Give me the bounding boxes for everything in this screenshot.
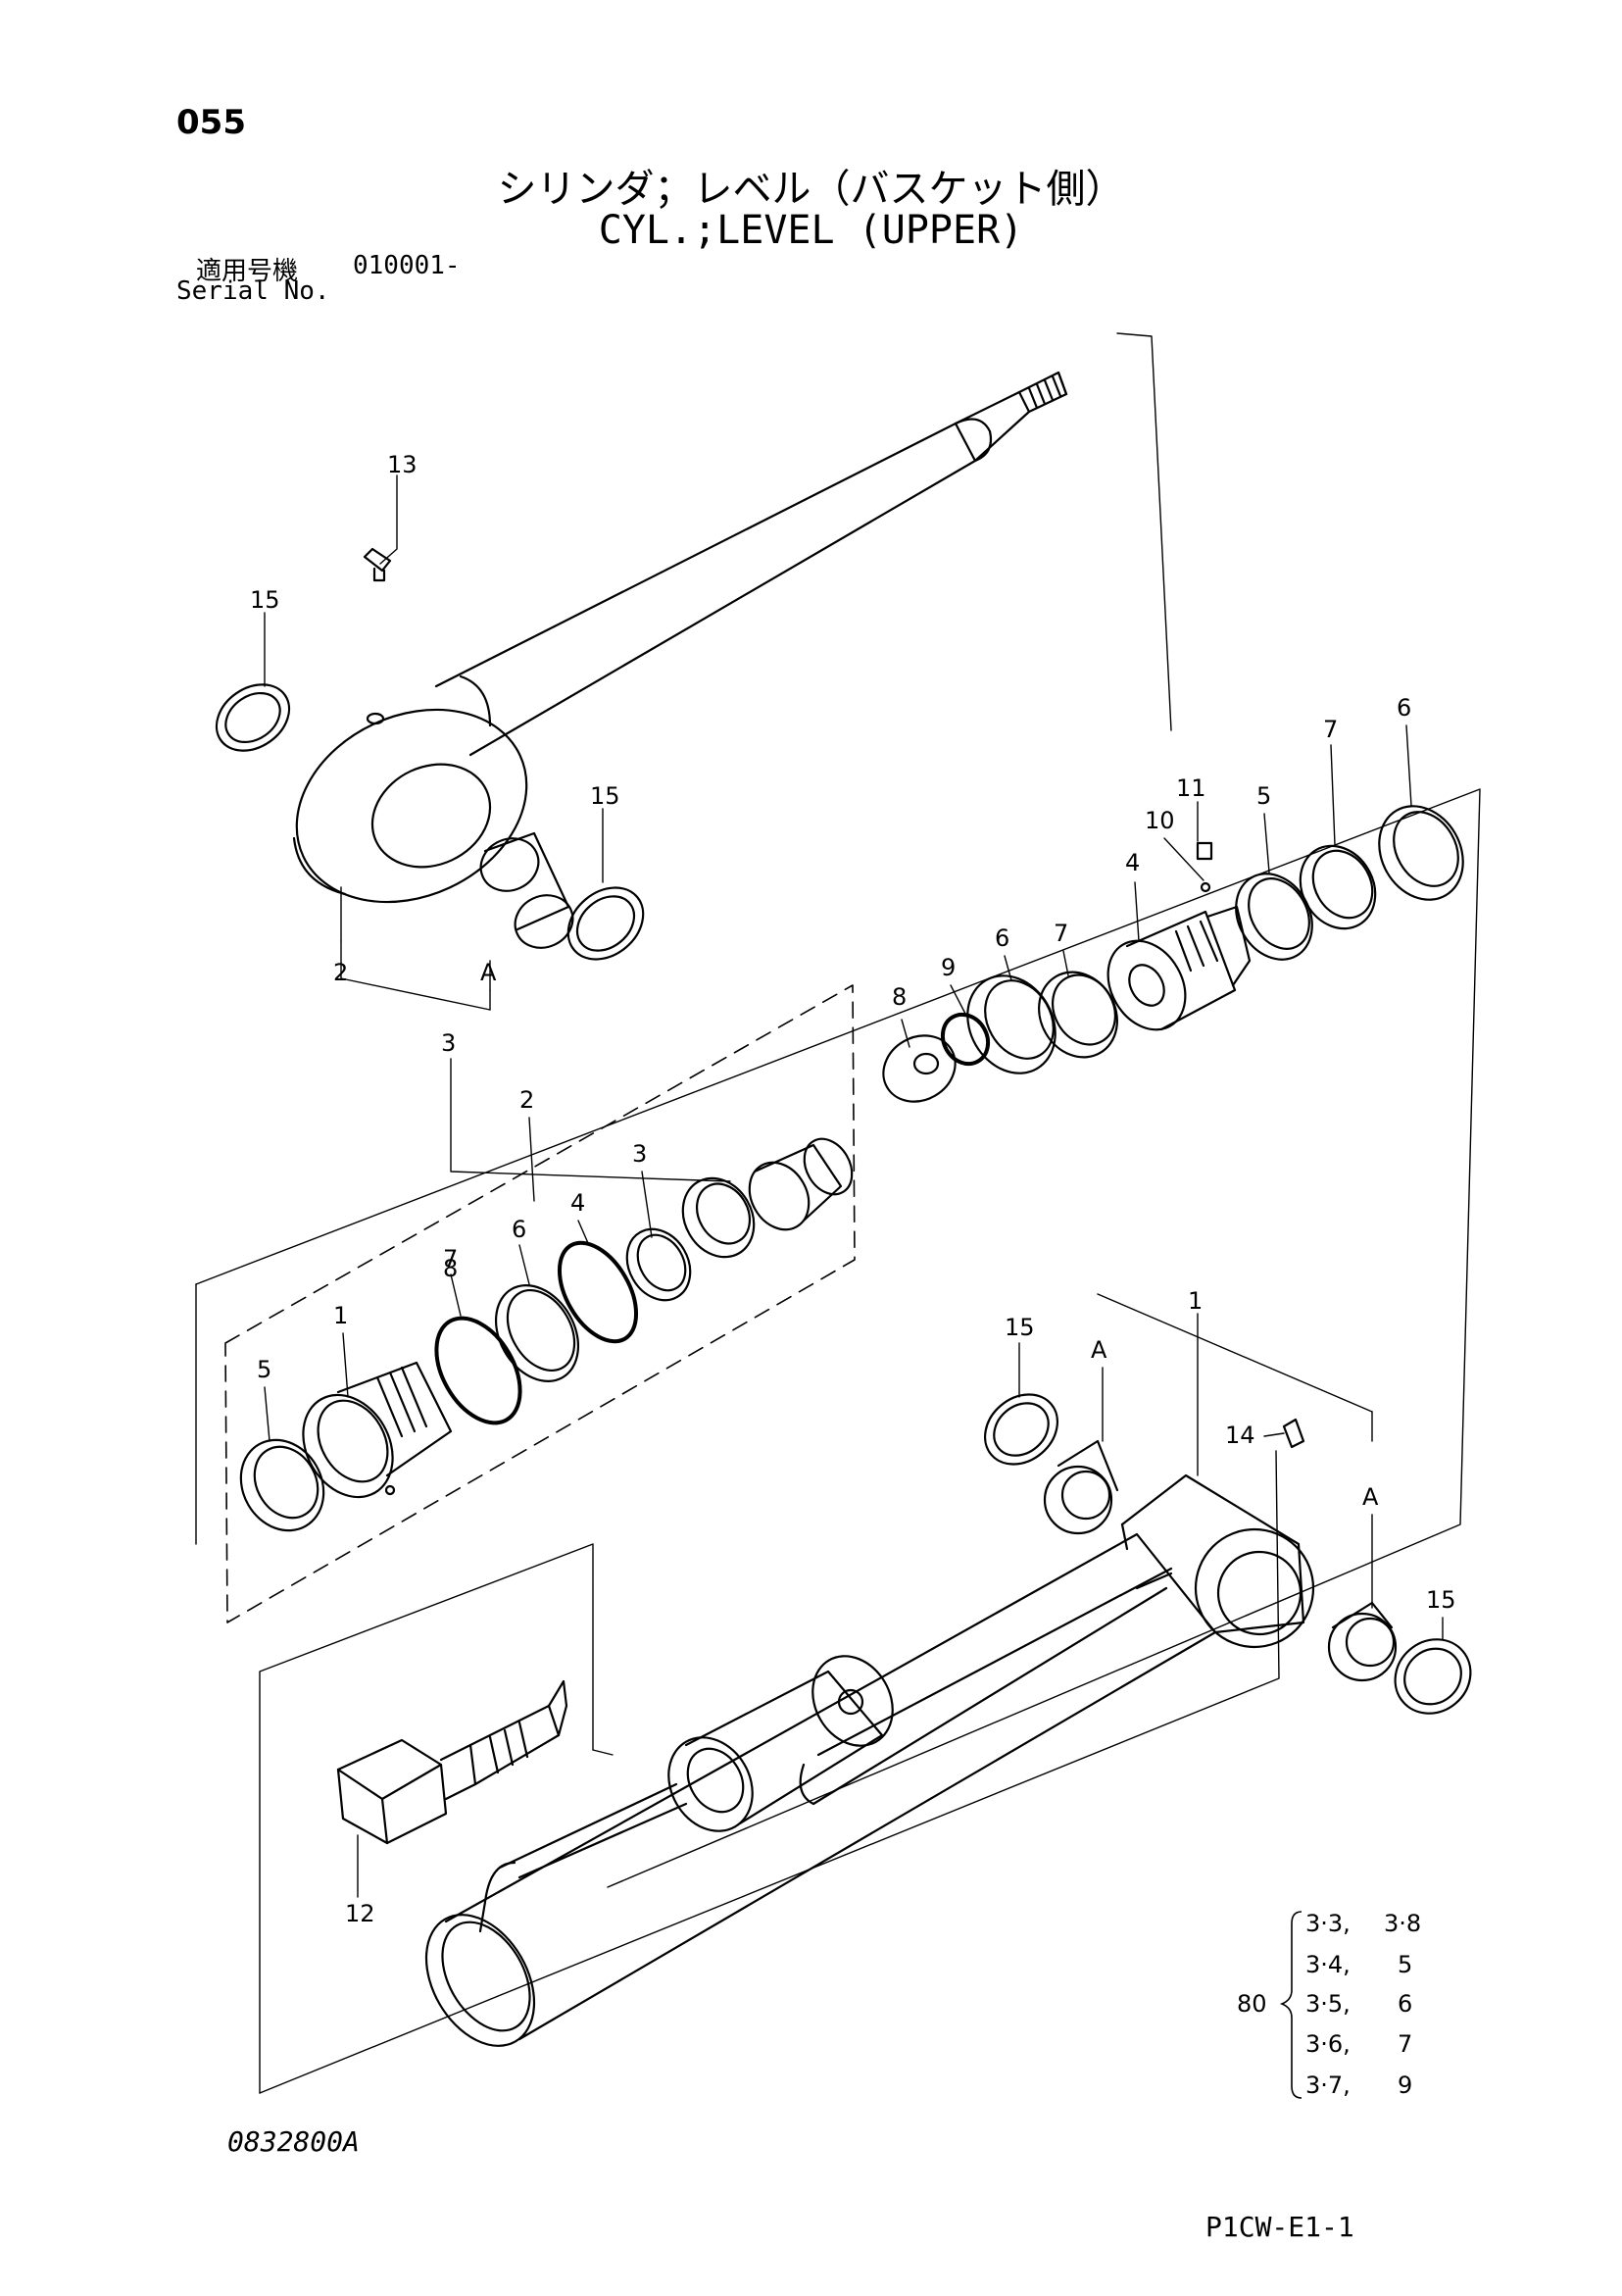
svg-text:5: 5 <box>1398 1951 1412 1978</box>
callout-7: 7 <box>1323 716 1338 743</box>
callout-A: A <box>1091 1336 1107 1364</box>
callout-A: A <box>1362 1483 1379 1511</box>
kit-row: 3·6, 7 <box>1305 2030 1412 2058</box>
serial-label-japanese: 適用号機 <box>196 257 299 286</box>
callout-5: 5 <box>1256 782 1271 810</box>
kit-row: 3·7, 9 <box>1305 2071 1412 2099</box>
kit-number: 80 <box>1237 1990 1267 2018</box>
serial-value: 010001- <box>353 251 461 280</box>
kit-row: 3·3, 3·8 <box>1305 1910 1421 1937</box>
callout-14: 14 <box>1225 1422 1255 1449</box>
callout-7: 7 <box>1054 920 1068 947</box>
callout-13: 13 <box>387 451 418 478</box>
svg-text:6: 6 <box>1398 1990 1412 2018</box>
svg-text:3·5,: 3·5, <box>1305 1990 1351 2018</box>
callout-15: 15 <box>250 586 280 614</box>
callout-9: 9 <box>941 954 956 981</box>
callout-8: 8 <box>892 983 907 1011</box>
callout-3: 3 <box>441 1029 456 1057</box>
seal-kit-table: 80 3·3, 3·8 3·4, 5 3·5, 6 3·6, 7 3·7, 9 <box>1237 1910 1421 2099</box>
cylinder-tube-assembly <box>336 1418 1315 2047</box>
svg-text:3·4,: 3·4, <box>1305 1951 1351 1978</box>
callout-A: A <box>480 959 497 986</box>
gland-parts <box>239 1137 854 1532</box>
callout-15: 15 <box>590 782 620 810</box>
svg-text:7: 7 <box>1398 2030 1412 2058</box>
callout-7: 7 <box>443 1245 458 1273</box>
kit-row: 3·5, 6 <box>1305 1990 1412 2018</box>
callout-1: 1 <box>333 1302 348 1329</box>
callout-5: 5 <box>257 1356 271 1383</box>
callout-3: 3 <box>632 1140 647 1168</box>
svg-text:9: 9 <box>1398 2071 1412 2099</box>
kit-row: 3·4, 5 <box>1305 1951 1412 1978</box>
svg-text:3·3,: 3·3, <box>1305 1910 1351 1937</box>
callout-1: 1 <box>1188 1287 1203 1315</box>
callout-10: 10 <box>1145 807 1175 834</box>
callout-4: 4 <box>570 1189 585 1217</box>
callout-6: 6 <box>995 924 1009 952</box>
page-title-english: CYL.;LEVEL (UPPER) <box>598 208 1024 253</box>
piston-rod-assembly <box>215 371 1068 961</box>
callout-15: 15 <box>1426 1586 1456 1614</box>
serial-label-english: Serial No. <box>176 276 330 306</box>
svg-text:3·7,: 3·7, <box>1305 2071 1351 2099</box>
sheet-code: P1CW-E1-1 <box>1205 2211 1354 2243</box>
callout-15: 15 <box>1005 1314 1035 1341</box>
svg-text:3·8: 3·8 <box>1384 1910 1421 1937</box>
page-title-japanese: シリンダ；レベル（バスケット側） <box>497 167 1125 212</box>
svg-text:3·6,: 3·6, <box>1305 2030 1351 2058</box>
callout-4: 4 <box>1125 849 1140 876</box>
callout-2: 2 <box>333 959 348 986</box>
callout-2: 2 <box>519 1086 534 1114</box>
callout-6: 6 <box>512 1216 526 1243</box>
page-number: 055 <box>176 103 246 142</box>
callout-12: 12 <box>345 1900 375 1927</box>
callout-6: 6 <box>1397 694 1411 722</box>
callout-11: 11 <box>1176 774 1206 802</box>
callout-8: 8 <box>443 1255 458 1282</box>
piston-parts <box>882 805 1464 1103</box>
drawing-number: 0832800A <box>227 2125 360 2158</box>
